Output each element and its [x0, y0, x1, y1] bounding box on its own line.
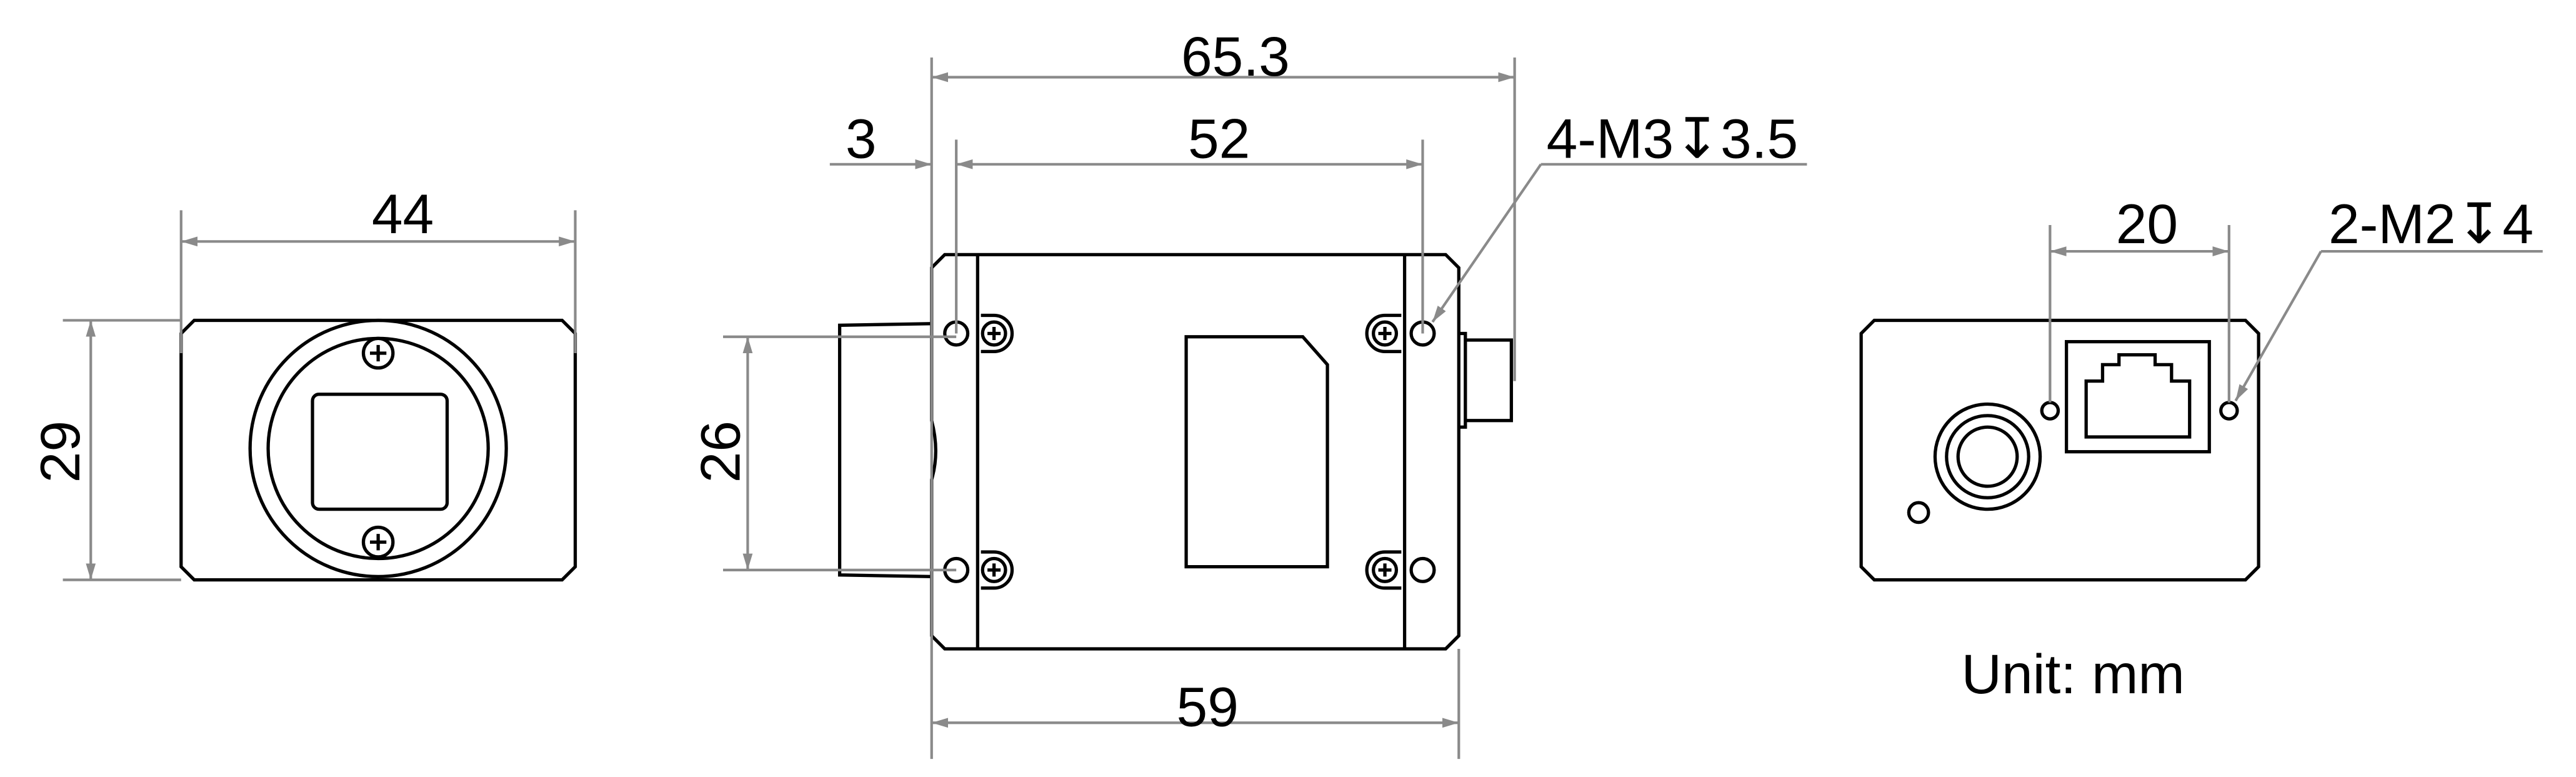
screw-icon — [981, 550, 1014, 590]
hole-leader — [1431, 163, 1542, 323]
body-length-label: 59 — [1177, 676, 1239, 738]
front-view: 44 29 — [29, 183, 577, 582]
rear-view: 20 2-M2↧4 — [1859, 193, 2543, 582]
lens-holder — [837, 322, 932, 579]
mount-hole — [1409, 556, 1436, 583]
hole-spacing-label: 52 — [1188, 107, 1250, 169]
status-led — [1907, 501, 1930, 524]
unit-note: Unit: mm — [1961, 643, 2184, 705]
overall-length-label: 65.3 — [1181, 25, 1290, 88]
lens-mount-inner — [266, 336, 490, 561]
front-body-outline — [179, 318, 577, 582]
ethernet-port-icon — [2064, 339, 2211, 454]
hole-height-label: 26 — [689, 421, 751, 483]
connector — [1459, 331, 1514, 429]
side-body-outline — [930, 253, 1460, 651]
width-label: 44 — [372, 183, 434, 245]
flange-label: 3 — [846, 107, 877, 169]
mount-hole — [2219, 401, 2239, 421]
hole-note: 4-M3↧3.5 — [1547, 107, 1799, 169]
sensor-window — [311, 393, 449, 511]
side-view: 65.3 52 3 4-M3↧3.5 26 59 — [689, 25, 1807, 759]
label-area — [1184, 335, 1329, 569]
screw-icon — [981, 313, 1014, 353]
height-label: 29 — [29, 421, 91, 483]
mount-hole — [2040, 401, 2060, 421]
lens-mount-outer — [248, 318, 508, 579]
power-connector-icon — [1933, 402, 2042, 511]
side-panel-lines — [976, 254, 1407, 649]
screw-icon — [1365, 550, 1402, 590]
rear-body-outline — [1859, 318, 2260, 582]
screw-icon — [1365, 313, 1402, 353]
hole-leader — [2234, 251, 2322, 402]
screw-icon — [361, 525, 395, 559]
screw-icon — [361, 336, 395, 370]
rear-hole-spacing-label: 20 — [2116, 193, 2178, 255]
dimension-lines — [722, 57, 1807, 759]
dimension-lines — [62, 210, 577, 581]
rear-hole-note: 2-M2↧4 — [2329, 193, 2534, 255]
